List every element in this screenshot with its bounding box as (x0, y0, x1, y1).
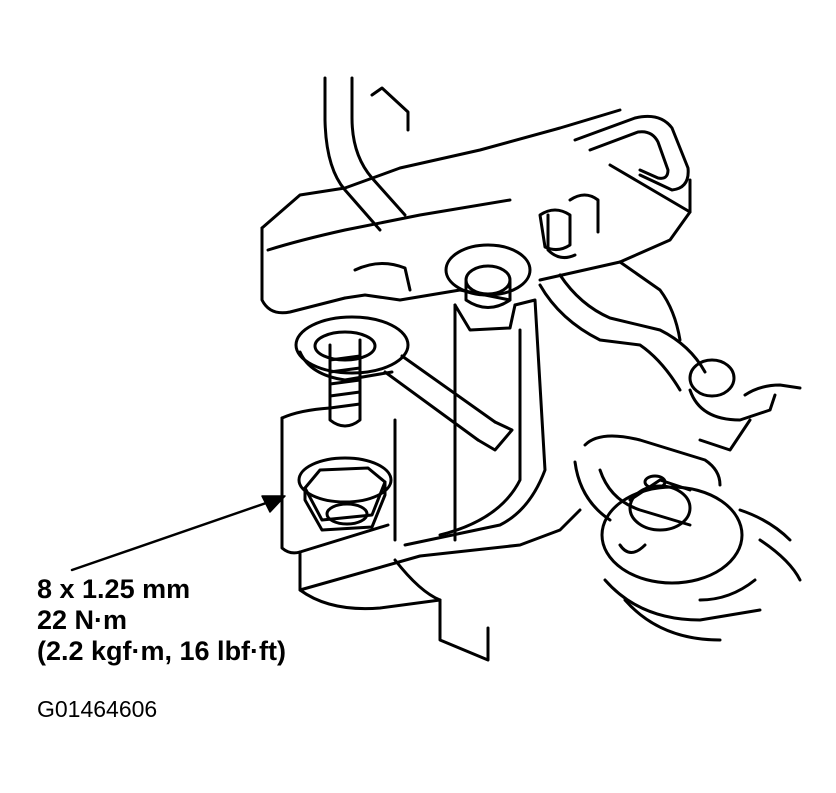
linkage-rod (323, 76, 410, 232)
upper-bracket (260, 108, 692, 315)
top-post (538, 193, 600, 260)
stud-bolt (294, 315, 410, 428)
torque-nm-label: 22 N·m (37, 605, 128, 635)
top-bushing (353, 243, 532, 309)
torque-spec-callout: 8 x 1.25 mm 22 N·m (2.2 kgf·m, 16 lbf·ft… (37, 574, 286, 667)
ball-joint (600, 418, 802, 642)
figure-id-label: G01464606 (37, 696, 158, 722)
bolt-size-label: 8 x 1.25 mm (37, 574, 191, 604)
lower-housing (280, 298, 582, 662)
callout-arrow (70, 495, 286, 572)
right-linkage (538, 260, 802, 527)
flange-nut (297, 456, 393, 532)
link-bar (383, 354, 514, 452)
torque-alt-units-label: (2.2 kgf·m, 16 lbf·ft) (37, 636, 287, 666)
